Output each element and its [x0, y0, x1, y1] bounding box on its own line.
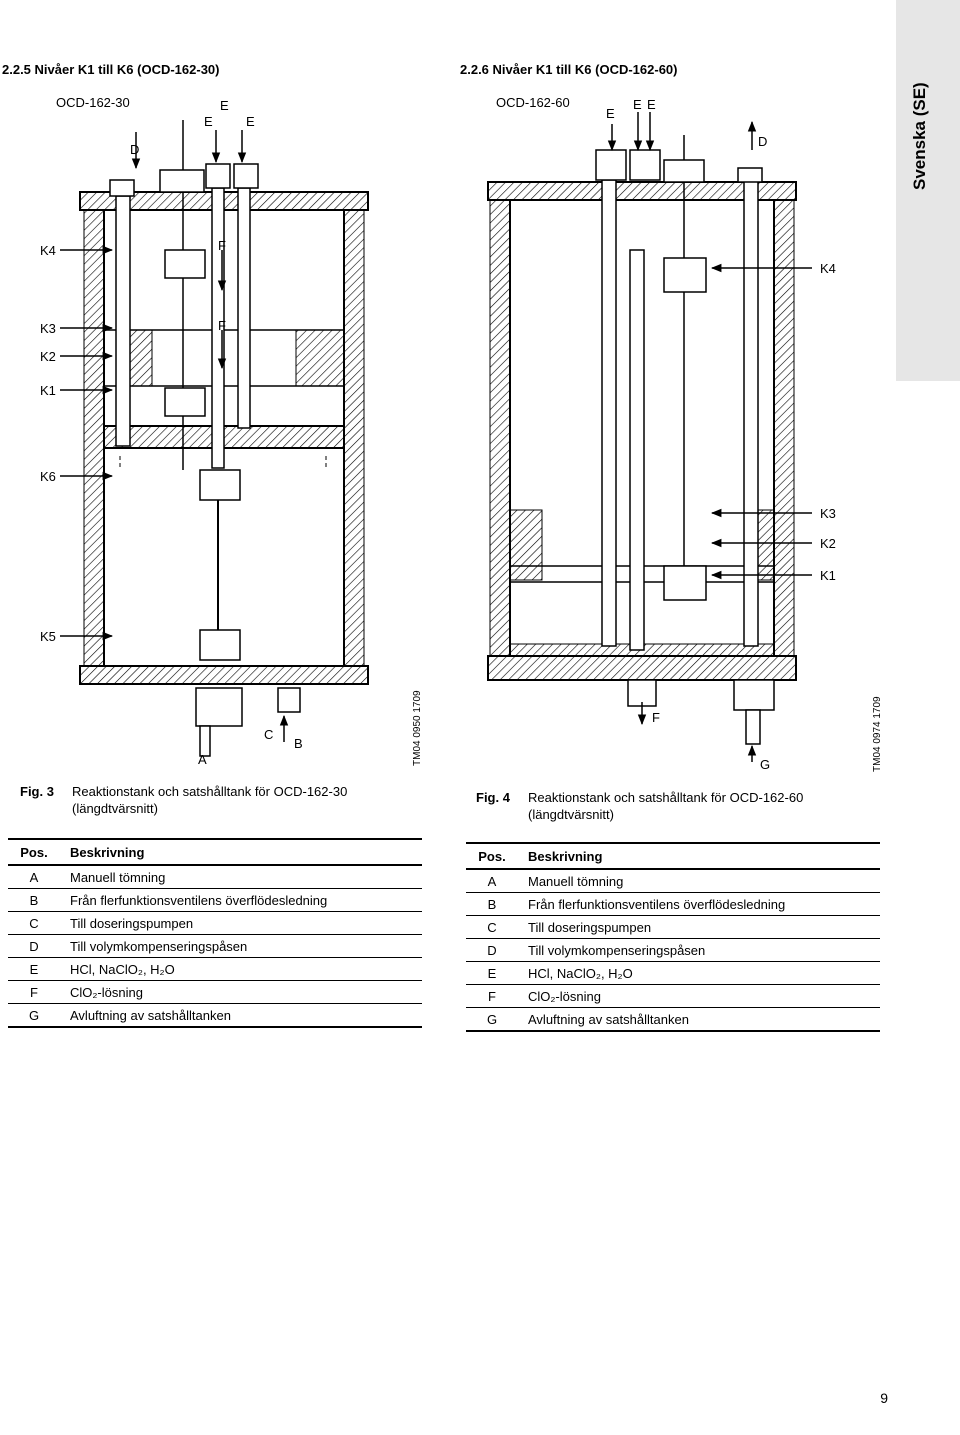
- row-pos: A: [8, 865, 60, 889]
- row-pos: D: [8, 934, 60, 958]
- row-pos: G: [8, 1003, 60, 1028]
- row-description: Från flerfunktionsventilens överflödesle…: [60, 888, 422, 912]
- row-description: Till doseringspumpen: [518, 915, 880, 939]
- fig3-model-label: OCD-162-30: [56, 95, 130, 110]
- row-description: Till doseringspumpen: [60, 911, 422, 935]
- fig3-label-E3: E: [246, 114, 255, 129]
- fig3-label-K3: K3: [40, 321, 56, 336]
- fig3-label-C: C: [264, 727, 273, 742]
- fig4-label-K2: K2: [820, 536, 836, 551]
- row-pos: E: [8, 957, 60, 981]
- fig3-label-K2: K2: [40, 349, 56, 364]
- table-header-row: Pos. Beskrivning: [8, 838, 422, 866]
- row-description: Avluftning av satshålltanken: [60, 1003, 422, 1028]
- fig3-label-B: B: [294, 736, 303, 751]
- header-description: Beskrivning: [60, 838, 422, 866]
- fig4-label-E1: E: [606, 106, 615, 121]
- row-description: Från flerfunktionsventilens överflödesle…: [518, 892, 880, 916]
- row-pos: B: [8, 888, 60, 912]
- language-tab: Svenska (SE): [896, 0, 960, 381]
- fig4-diagram: OCD-162-60 E E E D K4 K3 K2 K1 F G: [487, 95, 836, 772]
- fig4-caption-text: Reaktionstank och satshålltank för OCD-1…: [528, 790, 804, 822]
- fig4-model-label: OCD-162-60: [496, 95, 570, 110]
- row-description: HCl, NaClO₂, H₂O: [518, 961, 880, 985]
- row-description: HCl, NaClO₂, H₂O: [60, 957, 422, 981]
- fig3-label-A: A: [198, 752, 207, 767]
- section-title-right: 2.2.6 Nivåer K1 till K6 (OCD-162-60): [460, 62, 678, 77]
- fig3-label-F1: F: [218, 238, 226, 253]
- fig4-label-G: G: [760, 757, 770, 772]
- fig3-label-E1: E: [220, 98, 229, 113]
- row-pos: A: [466, 869, 518, 893]
- page-number: 9: [880, 1390, 888, 1406]
- row-pos: G: [466, 1007, 518, 1032]
- fig3-label-K5: K5: [40, 629, 56, 644]
- table-header-row: Pos. Beskrivning: [466, 842, 880, 870]
- row-pos: B: [466, 892, 518, 916]
- fig4-tm-code: TM04 0974 1709: [872, 696, 883, 772]
- row-description: ClO₂-lösning: [60, 980, 422, 1004]
- header-pos: Pos.: [466, 842, 518, 870]
- section-title-left: 2.2.5 Nivåer K1 till K6 (OCD-162-30): [2, 62, 220, 77]
- fig3-caption-label: Fig. 3: [20, 784, 54, 799]
- fig4-caption: Fig. 4 Reaktionstank och satshålltank fö…: [476, 789, 876, 823]
- fig3-label-E2: E: [204, 114, 213, 129]
- fig3-tm-code: TM04 0950 1709: [412, 690, 423, 766]
- fig3-label-K4: K4: [40, 243, 56, 258]
- fig3-bottom-wall: [79, 665, 369, 685]
- fig4-label-K1: K1: [820, 568, 836, 583]
- row-description: Manuell tömning: [518, 869, 880, 893]
- row-pos: F: [8, 980, 60, 1004]
- row-description: ClO₂-lösning: [518, 984, 880, 1008]
- fig4-label-E3: E: [647, 97, 656, 112]
- header-description: Beskrivning: [518, 842, 880, 870]
- row-description: Manuell tömning: [60, 865, 422, 889]
- row-pos: F: [466, 984, 518, 1008]
- header-pos: Pos.: [8, 838, 60, 866]
- fig4-label-F: F: [652, 710, 660, 725]
- row-pos: E: [466, 961, 518, 985]
- row-description: Avluftning av satshålltanken: [518, 1007, 880, 1032]
- fig4-label-K4: K4: [820, 261, 836, 276]
- fig4-label-K3: K3: [820, 506, 836, 521]
- row-pos: D: [466, 938, 518, 962]
- row-pos: C: [466, 915, 518, 939]
- fig3-caption: Fig. 3 Reaktionstank och satshålltank fö…: [20, 783, 400, 817]
- fig4-label-D: D: [758, 134, 767, 149]
- fig4-label-E2: E: [633, 97, 642, 112]
- fig3-label-D: D: [130, 142, 139, 157]
- row-pos: C: [8, 911, 60, 935]
- row-description: Till volymkompenseringspåsen: [60, 934, 422, 958]
- language-tab-label: Svenska (SE): [910, 82, 929, 190]
- fig3-caption-text: Reaktionstank och satshålltank för OCD-1…: [72, 784, 348, 816]
- fig3-label-F2: F: [218, 318, 226, 333]
- fig4-caption-label: Fig. 4: [476, 790, 510, 805]
- row-description: Till volymkompenseringspåsen: [518, 938, 880, 962]
- fig3-label-K1: K1: [40, 383, 56, 398]
- fig3-label-K6: K6: [40, 469, 56, 484]
- fig3-diagram: OCD-162-30 D E E E K4 K3 K2 K1 K6 K5 F F…: [40, 95, 369, 767]
